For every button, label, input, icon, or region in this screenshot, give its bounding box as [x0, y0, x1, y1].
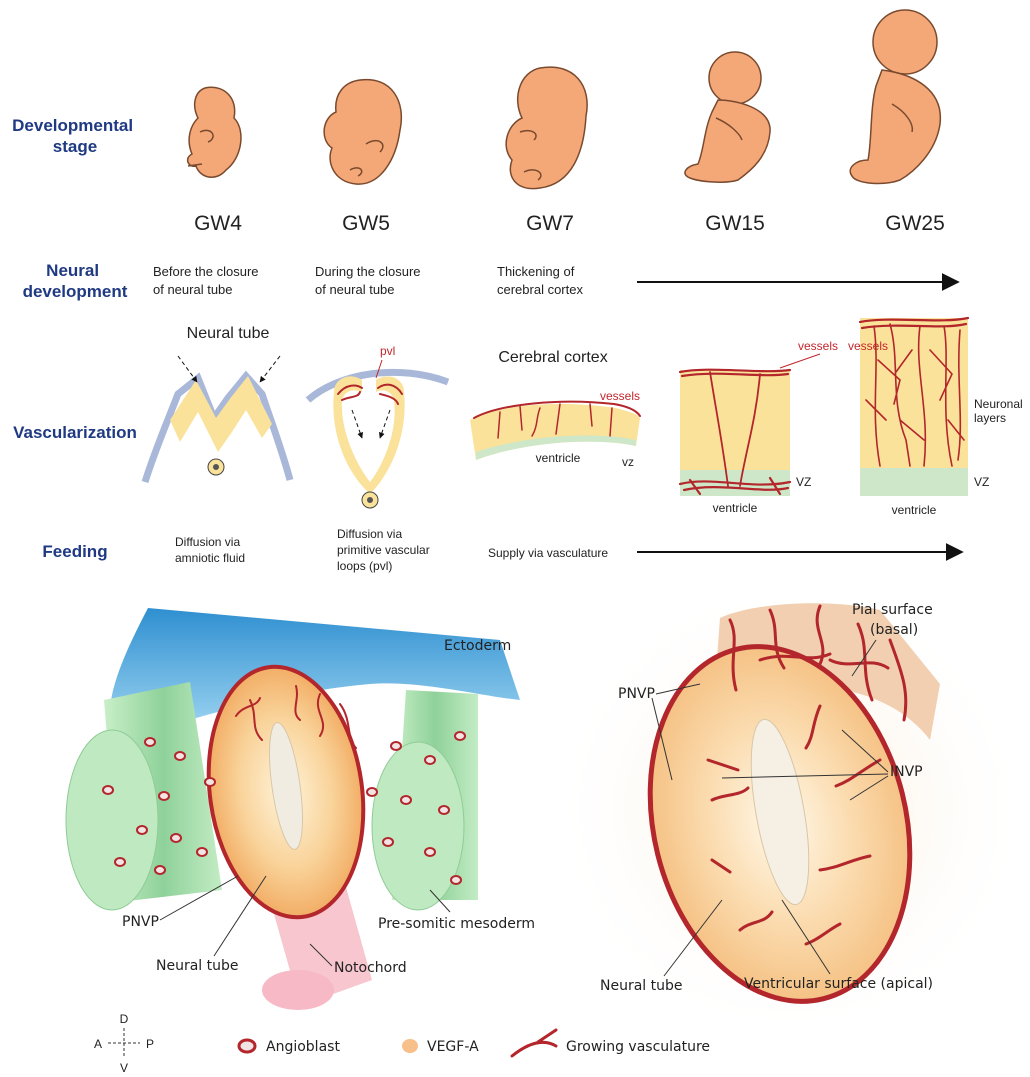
- stage-label-gw5: GW5: [342, 212, 390, 235]
- row-label-neural-line2: development: [23, 282, 128, 301]
- embryo-gw25: [850, 10, 940, 183]
- invp-label: INVP: [890, 764, 923, 780]
- pre-somitic-label: Pre-somitic mesoderm: [378, 916, 535, 932]
- vz-label-2: VZ: [796, 475, 811, 489]
- neural-dev-col3-line2: cerebral cortex: [497, 282, 583, 297]
- feeding-col2: Diffusion via primitive vascular loops (…: [337, 527, 433, 573]
- gw15-cortex-diagram: vessels ventricle VZ: [680, 339, 838, 515]
- neural-dev-col3-line1: Thickening of: [497, 264, 575, 279]
- neural-dev-col3: Thickening of cerebral cortex: [497, 264, 583, 297]
- vz-label-3: VZ: [974, 475, 989, 489]
- stage-label-gw7: GW7: [526, 212, 574, 235]
- row-label-neural: Neural development: [23, 261, 128, 301]
- feeding-col1: Diffusion via amniotic fluid: [175, 535, 245, 565]
- axis-v: V: [120, 1061, 128, 1075]
- neural-tube-label-right: Neural tube: [600, 978, 683, 994]
- neural-tube-label-left: Neural tube: [156, 958, 239, 974]
- legend-vegf: VEGF-A: [427, 1039, 479, 1055]
- gw25-cortex-diagram: vessels Neuronal layers ventricle VZ: [848, 318, 1026, 517]
- neuronal-layers-line2: layers: [974, 411, 1006, 425]
- feeding-col1-line1: Diffusion via: [175, 535, 240, 549]
- legend: Angioblast VEGF-A Growing vasculature: [239, 1030, 710, 1056]
- embryo-gw5: [324, 80, 401, 185]
- vasculature-icon: [512, 1030, 556, 1056]
- pnvp-label-left: PNVP: [122, 914, 159, 930]
- pvl-label: pvl: [380, 344, 395, 358]
- neural-plate-diagram: Neural tube: [145, 325, 290, 482]
- feeding-col2-line2: primitive vascular: [337, 543, 430, 557]
- closing-tube-diagram: pvl: [308, 344, 448, 508]
- feeding-col2-line1: Diffusion via: [337, 527, 402, 541]
- pnvp-label-right: PNVP: [618, 686, 655, 702]
- axis-d: D: [120, 1012, 129, 1026]
- embryo-gw7: [506, 67, 587, 189]
- vegf-icon: [402, 1039, 418, 1053]
- stage-label-gw4: GW4: [194, 212, 242, 235]
- axis-p: P: [146, 1037, 154, 1051]
- neural-dev-col1-line1: Before the closure: [153, 264, 259, 279]
- ventricle-label-3: ventricle: [892, 503, 937, 517]
- neural-dev-col2: During the closure of neural tube: [315, 264, 424, 297]
- vessels-label-3: vessels: [848, 339, 888, 353]
- row-label-stage-line1: Developmental: [12, 116, 133, 135]
- neural-tube-title: Neural tube: [187, 325, 270, 342]
- row-label-feeding: Feeding: [42, 542, 107, 561]
- neural-dev-col2-line2: of neural tube: [315, 282, 395, 297]
- bottom-right-diagram: Pial surface (basal) PNVP INVP Neural tu…: [550, 580, 1030, 1040]
- neural-dev-col1-line2: of neural tube: [153, 282, 233, 297]
- feeding-col1-line2: amniotic fluid: [175, 551, 245, 565]
- angioblast-icon: [239, 1040, 255, 1052]
- stage-label-gw25: GW25: [885, 212, 945, 235]
- pial-surface-line1: Pial surface: [852, 602, 933, 618]
- vz-label-1: vz: [622, 455, 634, 469]
- embryo-gw15: [685, 52, 770, 182]
- orientation-axes: D A P V: [94, 1012, 154, 1075]
- row-label-stage-line2: stage: [53, 137, 97, 156]
- cerebral-cortex-diagram: Cerebral cortex vessels ventricle vz: [470, 349, 640, 469]
- axis-a: A: [94, 1037, 102, 1051]
- feeding-col2-line3: loops (pvl): [337, 559, 392, 573]
- vessels-label-2: vessels: [798, 339, 838, 353]
- vessels-label-1: vessels: [600, 389, 640, 403]
- cerebral-cortex-title: Cerebral cortex: [498, 349, 607, 366]
- row-label-stage: Developmental stage: [12, 116, 138, 156]
- legend-vasculature: Growing vasculature: [566, 1039, 710, 1055]
- ventricle-label-1: ventricle: [536, 451, 581, 465]
- ventricle-label-2: ventricle: [713, 501, 758, 515]
- embryo-gw4: [188, 87, 241, 177]
- bottom-left-diagram: Ectoderm PNVP Neural tube Notochord Pre-…: [66, 608, 535, 1010]
- neuronal-layers-label: Neuronal layers: [974, 397, 1026, 425]
- neuronal-layers-line1: Neuronal: [974, 397, 1023, 411]
- ectoderm-label: Ectoderm: [444, 638, 511, 654]
- stage-label-gw15: GW15: [705, 212, 765, 235]
- ventricular-surface-label: Ventricular surface (apical): [744, 976, 933, 992]
- neural-dev-col2-line1: During the closure: [315, 264, 421, 279]
- row-label-neural-line1: Neural: [46, 261, 99, 280]
- feeding-col3: Supply via vasculature: [488, 546, 608, 560]
- notochord-label: Notochord: [334, 960, 407, 976]
- neural-dev-col1: Before the closure of neural tube: [153, 264, 262, 297]
- row-label-vascularization: Vascularization: [13, 423, 137, 442]
- pial-surface-line2: (basal): [870, 622, 918, 638]
- legend-angioblast: Angioblast: [266, 1039, 340, 1055]
